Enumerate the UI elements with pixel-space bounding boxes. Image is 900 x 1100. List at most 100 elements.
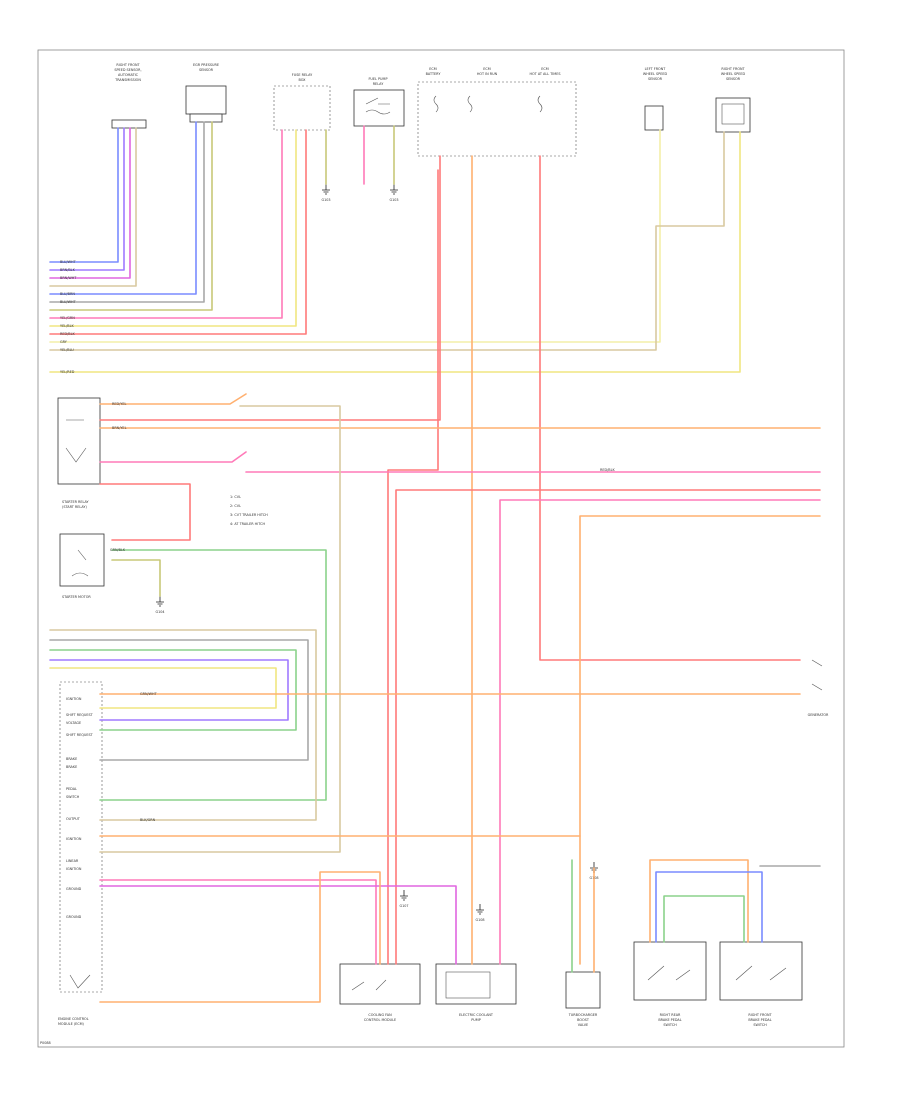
wire-code-label: GRY xyxy=(60,340,68,344)
wire-red xyxy=(395,489,821,965)
wire-code-label: BLU/WHT xyxy=(60,260,77,264)
label-line: TURBOCHARGER xyxy=(568,1013,598,1017)
wire-code-label: BLK/GRN xyxy=(140,818,156,822)
legend-notes: 1: CVL 2: CVL 3: CVT TRAILER HITCH 4: AT… xyxy=(230,495,268,526)
motor-body xyxy=(59,533,105,587)
relay-body xyxy=(57,397,101,485)
wire-code-label: RED/BLK xyxy=(60,332,75,336)
wire-gray xyxy=(49,121,205,303)
ecm-pin-label: SWITCH xyxy=(66,795,80,799)
ecm-pin-label: BRAKE xyxy=(66,765,77,769)
ground-symbol xyxy=(322,184,330,195)
component-ecm: ENGINE CONTROL MODULE (ECM) xyxy=(58,681,103,1026)
wire-red xyxy=(99,155,441,421)
label-line: BRAKE PEDAL xyxy=(748,1018,771,1022)
wire-green xyxy=(99,549,327,801)
label-line: EGR PRESSURE xyxy=(193,63,219,67)
wire-code-label: YEL/BLU xyxy=(60,348,74,352)
wire-code-label: RED/YEL xyxy=(112,402,126,406)
label-line: BATTERY xyxy=(426,72,442,76)
legend-note: 2: CVL xyxy=(230,504,241,508)
wire-lightyellow xyxy=(49,129,661,343)
label-line: RIGHT FRONT xyxy=(721,67,745,71)
label-line: GENERATOR xyxy=(808,713,829,717)
wire-red xyxy=(49,129,307,335)
label-line: FUSE RELAY xyxy=(292,73,313,77)
wire-red xyxy=(99,483,191,541)
label-line: WHEEL SPEED xyxy=(643,72,668,76)
wire-tan xyxy=(49,127,137,287)
sensor-body xyxy=(185,85,227,115)
generator-symbol xyxy=(811,659,823,691)
legend-note: 3: CVT TRAILER HITCH xyxy=(230,513,268,517)
label-line: ECM xyxy=(483,67,491,71)
ecm-pin-label: GROUND xyxy=(66,887,82,891)
footer-code: P0088 xyxy=(40,1041,51,1045)
ecm-pin-label: BRAKE xyxy=(66,757,77,761)
ground-label: G108 xyxy=(475,918,484,922)
fuse-symbol xyxy=(537,95,543,113)
sensor-body xyxy=(715,97,751,133)
switch-body xyxy=(719,941,803,1001)
component-cooling-fan-module: COOLING FAN CONTROL MODULE xyxy=(339,963,421,1022)
wire-magenta xyxy=(49,127,131,279)
component-right-front-wheel-speed-sensor: RIGHT FRONT WHEEL SPEED SENSOR xyxy=(715,67,751,133)
wire-code-label: BRN/YEL xyxy=(112,426,127,430)
label-line: BOX xyxy=(298,78,306,82)
ecm-pin-label: IGNITION xyxy=(66,697,82,701)
wire-tan xyxy=(49,131,725,351)
component-starter-relay: STARTER RELAY (START RELAY) xyxy=(57,397,101,509)
wire-pink xyxy=(99,451,247,463)
wire-blue xyxy=(655,871,763,943)
label-line: RELAY xyxy=(373,82,385,86)
ground-label: G103 xyxy=(389,198,398,202)
ecm-pin-label: VOLTAGE xyxy=(66,721,81,725)
component-fuel-pump-relay: FUEL PUMP RELAY xyxy=(353,77,405,127)
wire-code-label: BRN/WHT xyxy=(60,276,77,280)
wire-green xyxy=(663,895,745,943)
label-line: AUTOMATIC xyxy=(118,73,139,77)
ecm-pin-label: SHIFT REQUEST xyxy=(66,733,94,737)
wire-orange xyxy=(99,393,247,405)
wire-code-label: BLU/BRN xyxy=(60,292,75,296)
label-line: BOOST xyxy=(577,1018,590,1022)
label-line: ECM xyxy=(429,67,437,71)
label-line: TRANSMISSION xyxy=(114,78,141,82)
label-line: STARTER MOTOR xyxy=(62,595,91,599)
wire-code-label: YEL/BLK xyxy=(60,324,74,328)
ground-label: G103 xyxy=(321,198,330,202)
wire-code-label: GRN/WHT xyxy=(140,692,158,696)
label-line: SENSOR xyxy=(199,68,214,72)
label-line: HOT IN RUN xyxy=(477,72,498,76)
label-line: ENGINE CONTROL xyxy=(58,1017,89,1021)
component-fuse-relay-box: FUSE RELAY BOX xyxy=(273,73,331,131)
wire-orange xyxy=(579,515,821,965)
wire-green xyxy=(49,649,297,731)
label-line: LEFT FRONT xyxy=(645,67,667,71)
wire-red xyxy=(387,169,439,965)
label-line: COOLING FAN xyxy=(368,1013,392,1017)
switch-symbol xyxy=(735,965,787,981)
component-left-front-wheel-speed-sensor: LEFT FRONT WHEEL SPEED SENSOR xyxy=(643,67,668,131)
component-egr-pressure-sensor: EGR PRESSURE SENSOR xyxy=(185,63,227,123)
wire-code-label: YEL/GRN xyxy=(60,316,75,320)
label-line: RIGHT FRONT xyxy=(748,1013,772,1017)
wire-code-label: RED/BLK xyxy=(600,468,615,472)
label-line: MODULE (ECM) xyxy=(58,1022,85,1026)
wire-code-label: GRN/BLK xyxy=(110,548,126,552)
ecm-pin-label: LINEAR xyxy=(66,859,79,863)
ecm-pin-label: OUTPUT xyxy=(66,817,81,821)
label-line: HOT AT ALL TIMES xyxy=(529,72,560,76)
component-turbocharger-boost-valve: TURBOCHARGER BOOST VALVE xyxy=(565,971,601,1027)
ecm-pin-label: PEDAL xyxy=(66,787,77,791)
label-line: STARTER RELAY xyxy=(62,500,90,504)
wire-violet xyxy=(49,659,289,721)
diagram-frame xyxy=(37,49,845,1048)
box-outline xyxy=(273,85,331,131)
wire-yellow xyxy=(49,131,741,373)
wire-red xyxy=(539,155,801,661)
ground-symbol xyxy=(390,184,398,195)
label-line: FUEL PUMP xyxy=(368,77,387,81)
label-line: WHEEL SPEED xyxy=(721,72,746,76)
